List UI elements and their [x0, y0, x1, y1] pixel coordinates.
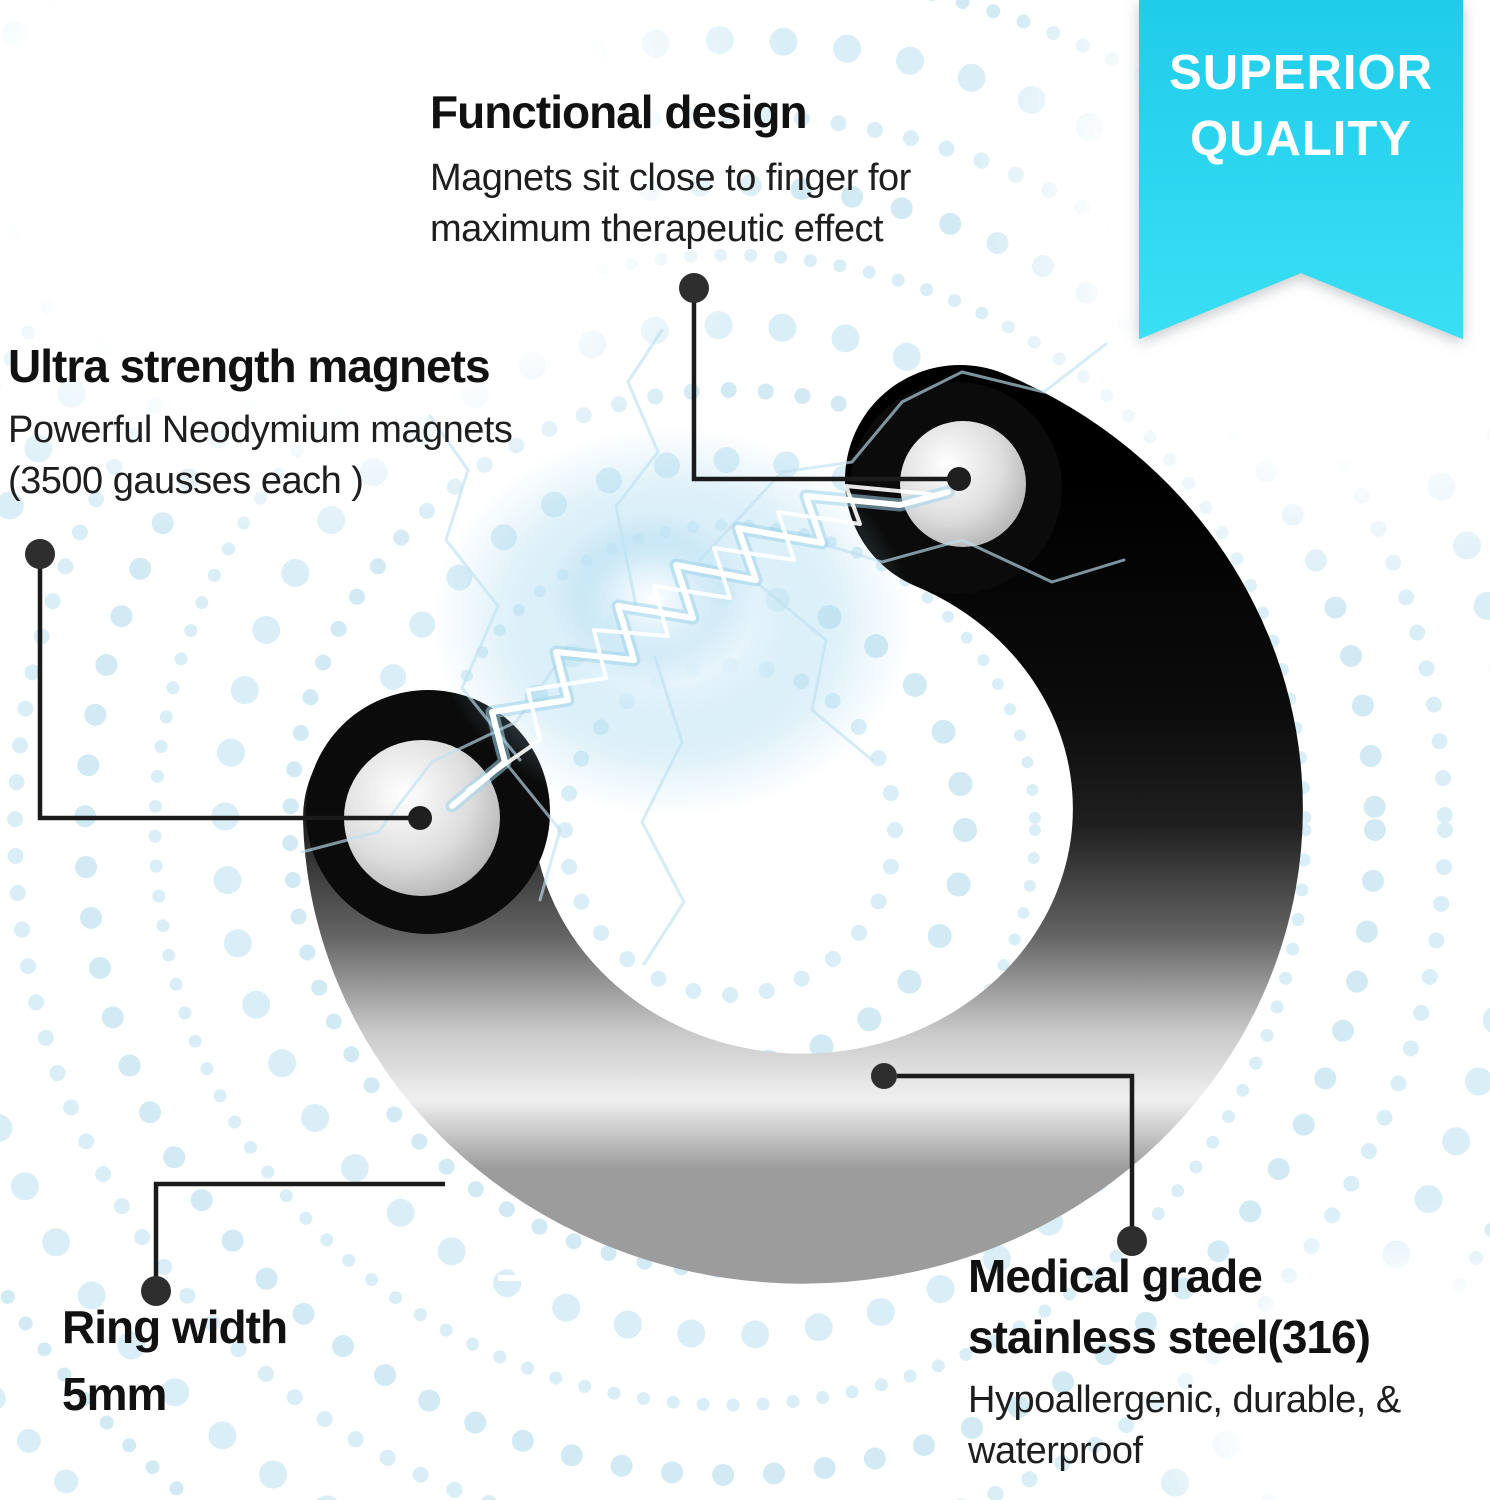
- ring-width-annotation: Ring width 5mm: [62, 1294, 288, 1428]
- ultra-strength-annotation: Ultra strength magnets Powerful Neodymiu…: [8, 336, 513, 507]
- badge-line2: QUALITY: [1189, 112, 1413, 166]
- functional-design-callout-line: [679, 273, 971, 491]
- medical-grade-desc-line2: waterproof: [968, 1430, 1143, 1473]
- medical-grade-title-line2: stainless steel(316): [968, 1310, 1371, 1363]
- ultra-strength-desc-line2: (3500 gausses each ): [8, 459, 364, 502]
- ultra-strength-desc-line1: Powerful Neodymium magnets: [8, 408, 513, 451]
- lightning-effect: [300, 328, 1126, 966]
- medical-grade-callout-line: [871, 1063, 1147, 1256]
- functional-design-title: Functional design: [430, 86, 808, 138]
- ring-width-callout-line: [141, 1181, 445, 1306]
- badge-line1: SUPERIOR: [1169, 46, 1433, 100]
- ring-band: [303, 365, 1303, 1284]
- functional-design-annotation: Functional design Magnets sit close to f…: [430, 82, 911, 255]
- superior-quality-ribbon: SUPERIOR QUALITY: [1139, 0, 1463, 340]
- ring-width-title-line1: Ring width: [62, 1301, 288, 1353]
- medical-grade-annotation: Medical grade stainless steel(316) Hypoa…: [968, 1246, 1401, 1477]
- ultra-strength-callout-line: [25, 539, 432, 830]
- medical-grade-desc-line1: Hypoallergenic, durable, &: [968, 1379, 1401, 1422]
- ring-width-measure-line: [348, 1099, 546, 1281]
- functional-design-desc-line1: Magnets sit close to finger for: [430, 156, 911, 199]
- functional-design-desc-line2: maximum therapeutic effect: [430, 207, 884, 250]
- medical-grade-title-line1: Medical grade: [968, 1250, 1263, 1302]
- ultra-strength-title: Ultra strength magnets: [8, 340, 491, 392]
- ring-width-title-line2: 5mm: [62, 1368, 167, 1421]
- superior-quality-badge: SUPERIOR QUALITY: [1139, 0, 1463, 348]
